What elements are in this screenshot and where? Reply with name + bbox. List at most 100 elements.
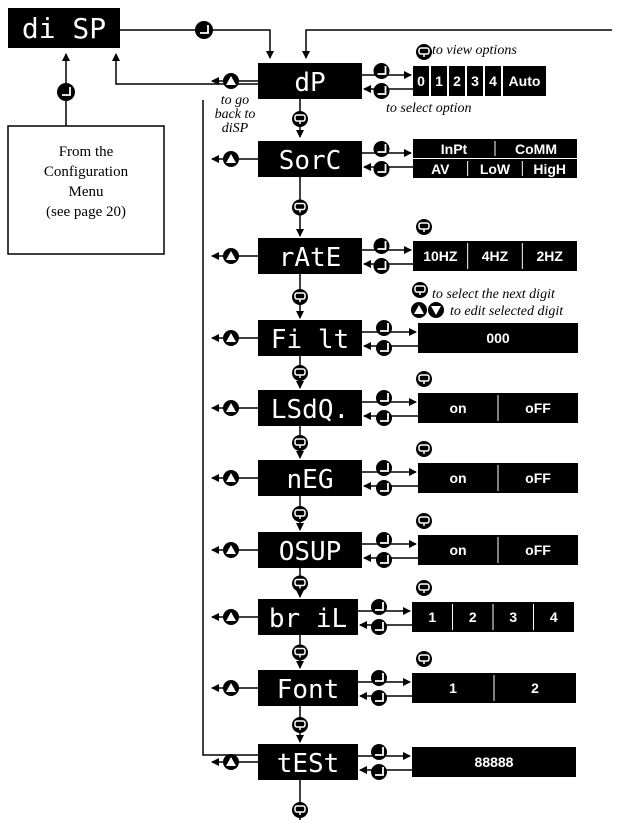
option-menu-icon-8 [416, 580, 432, 596]
from-box-enter-icon [57, 83, 75, 101]
menu-display-text-7: OSUP [279, 537, 342, 567]
menu-display-text-8: br iL [269, 604, 347, 634]
menu-display-2 [258, 141, 362, 177]
option-label-5-1: on [449, 400, 466, 416]
up-arrow-icon-4 [223, 330, 239, 346]
menu-key-icon-1 [292, 111, 308, 127]
menu-display-text-9: Font [277, 675, 340, 705]
from-configuration-box: From the Configuration Menu (see page 20… [7, 125, 165, 255]
enter-icon-bottom-10 [371, 764, 387, 780]
option-menu-icon-5 [416, 371, 432, 387]
option-label-9-1: 1 [449, 680, 457, 696]
back-note-line-3: diSP [222, 121, 249, 136]
enter-icon-bottom-7 [376, 552, 392, 568]
option-menu-icon-3 [416, 219, 432, 235]
enter-icon-bottom-8 [371, 619, 387, 635]
option-label-2-2-3: HigH [533, 161, 566, 177]
option-label-1-5: 4 [489, 73, 497, 89]
menu-key-icon-4 [292, 365, 308, 381]
enter-icon-bottom-2 [373, 161, 390, 177]
option-label-8-4: 4 [550, 609, 558, 625]
option-label-8-1: 1 [428, 609, 436, 625]
menu-key-icon-7 [292, 575, 308, 592]
option-label-6-2: oFF [525, 470, 551, 486]
menu-key-icon-10 [292, 802, 308, 818]
option-box-4 [418, 323, 578, 353]
option-box-10 [412, 747, 576, 777]
menu-display-4 [258, 320, 362, 356]
up-arrow-icon-3 [223, 248, 239, 264]
up-arrow-icon-9 [223, 680, 239, 696]
menu-display-text-1: dP [294, 68, 325, 98]
top-display-text: di SP [22, 12, 106, 45]
option-cell-1-5 [485, 66, 501, 96]
up-arrow-icon-1 [223, 73, 239, 89]
from-box-line-4: (see page 20) [46, 204, 126, 220]
menu-display-text-3: rAtE [279, 243, 342, 273]
enter-icon-bottom-9 [371, 690, 387, 706]
enter-icon-top-10 [371, 744, 387, 760]
option-row-2-2 [413, 159, 577, 178]
option-label-1-3: 2 [453, 73, 461, 89]
menu-display-3 [258, 238, 362, 274]
option-cell-1-3 [449, 66, 465, 96]
option-menu-icon-6 [416, 441, 432, 457]
from-box-line-3: Menu [69, 184, 104, 200]
menu-display-1 [258, 63, 362, 99]
up-arrow-icon-6 [223, 470, 239, 486]
enter-icon-top-1 [373, 63, 390, 79]
option-cell-1-1 [413, 66, 429, 96]
option-menu-icon-7 [416, 513, 432, 529]
option-label-3-3: 2HZ [536, 248, 563, 264]
up-arrow-icon-5 [223, 400, 239, 416]
up-arrow-icon-10 [223, 754, 239, 770]
up-arrow-icon-7 [223, 542, 239, 558]
enter-icon-top-4 [376, 320, 392, 336]
option-label-3-2: 4HZ [482, 248, 509, 264]
option-cell-1-4 [467, 66, 483, 96]
enter-icon-bottom-4 [376, 340, 392, 356]
option-label-7-2: oFF [525, 542, 551, 558]
menu-display-text-10: tESt [277, 749, 340, 779]
option-label-2-1-1: InPt [441, 141, 468, 157]
menu-display-6 [258, 460, 362, 496]
menu-display-8 [258, 599, 358, 635]
enter-icon-top-9 [371, 670, 387, 686]
option-label-9-2: 2 [531, 680, 539, 696]
edit-selected-digit-note: to edit selected digit [450, 304, 564, 319]
menu-display-7 [258, 532, 362, 568]
option-cell-1-2 [431, 66, 447, 96]
enter-icon-top-5 [376, 390, 392, 406]
enter-icon-top-7 [376, 532, 392, 548]
back-note-line-2: back to [215, 107, 256, 122]
option-label-2-2-2: LoW [480, 161, 511, 177]
menu-row-3: rAtE 10HZ 4HZ 2HZ [211, 238, 577, 319]
option-label-1-6: Auto [509, 73, 541, 89]
option-label-10-1: 88888 [475, 754, 514, 770]
select-option-note: to select option [386, 101, 472, 116]
enter-icon-top-3 [373, 238, 390, 254]
menu-display-5 [258, 390, 362, 426]
enter-icon-bottom-3 [373, 258, 390, 274]
menu-row-10: tESt 88888 [211, 744, 576, 820]
option-label-3-1: 10HZ [423, 248, 458, 264]
menu-key-icon-3 [292, 289, 308, 305]
menu-display-10 [258, 744, 358, 780]
menu-row-9: Font 1 2 [211, 670, 576, 743]
enter-icon-top-8 [371, 599, 387, 615]
menu-display-9 [258, 670, 358, 706]
enter-icon-bottom-5 [376, 410, 392, 426]
option-label-6-1: on [449, 470, 466, 486]
top-display-disp: di SP [8, 8, 120, 48]
menu-key-icon-9 [292, 717, 308, 733]
enter-icon-bottom-6 [376, 480, 392, 496]
option-menu-icon-1 [416, 44, 432, 60]
option-box-3 [413, 241, 577, 271]
option-cell-1-6 [503, 66, 546, 96]
option-menu-icon-9 [416, 651, 432, 667]
menu-display-text-4: Fi lt [271, 325, 349, 355]
